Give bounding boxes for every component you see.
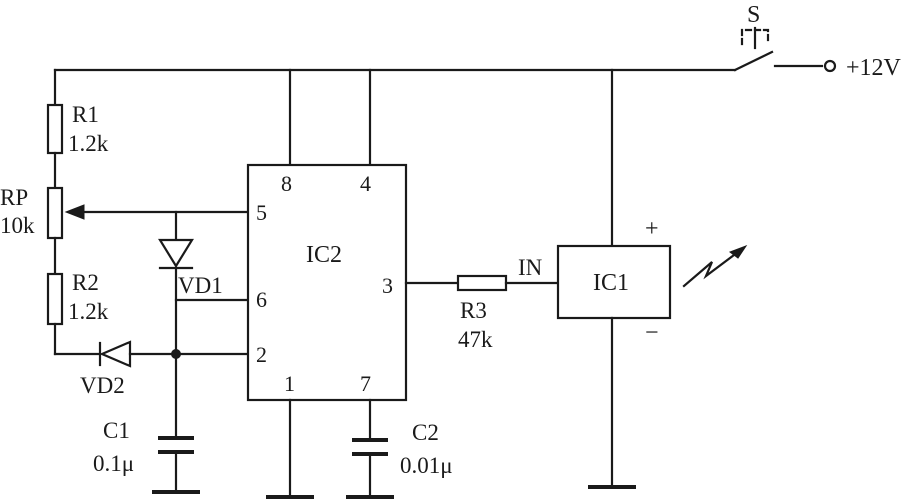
divider-column: R1 1.2k RP 10k R2 1.2k (0, 68, 109, 356)
ic2-pin-5: 5 (256, 200, 267, 225)
rp-name: RP (0, 185, 28, 210)
vd1-branch: VD1 (158, 210, 250, 440)
ic1-body (556, 244, 672, 320)
ic2-pin-2: 2 (256, 342, 267, 367)
rp-wiper (64, 204, 250, 220)
r3-body (456, 274, 508, 292)
supply-terminal (823, 59, 837, 73)
junction-dot (171, 349, 181, 359)
ic2-pin-8: 8 (281, 171, 292, 196)
lightning-icon (682, 244, 748, 288)
r3-branch: R3 47k IN (404, 255, 560, 352)
ic2-pin-7: 7 (360, 371, 371, 396)
ic2-name: IC2 (306, 242, 342, 268)
ic2-pin-1: 1 (284, 371, 295, 396)
c2: C2 0.01μ (346, 398, 453, 499)
vd2-branch: VD2 (80, 340, 250, 398)
c2-name: C2 (412, 420, 439, 445)
c1: C1 0.1μ (93, 418, 200, 494)
vd2-label: VD2 (80, 373, 125, 398)
r2-body (46, 272, 64, 326)
c1-value: 0.1μ (93, 451, 134, 476)
ic1-plus: + (645, 216, 659, 242)
r1-value: 1.2k (68, 131, 109, 156)
switch-label: S (747, 2, 760, 28)
switch-s: S +12V (733, 2, 902, 81)
ic2-pin-3: 3 (382, 273, 393, 298)
ic1-name: IC1 (593, 270, 629, 296)
r1-body (46, 103, 64, 155)
wiper-arrow-icon (64, 204, 85, 220)
r2-name: R2 (72, 270, 99, 295)
c2-value: 0.01μ (400, 453, 453, 478)
rp-value: 10k (0, 213, 35, 238)
r3-name: R3 (460, 298, 487, 323)
ic2-body (246, 163, 408, 402)
rp-body (46, 186, 64, 240)
r3-value: 47k (458, 327, 493, 352)
ic2: IC2 8 4 5 6 2 3 1 7 (246, 68, 408, 499)
supply-label: +12V (846, 55, 902, 81)
ic1: IC1 + − (556, 68, 748, 489)
r2-value: 1.2k (68, 299, 109, 324)
ic2-pin-4: 4 (360, 171, 371, 196)
vd2-icon (99, 340, 132, 368)
vd1-label: VD1 (178, 273, 223, 298)
c1-name: C1 (103, 418, 130, 443)
ic1-minus: − (645, 320, 659, 346)
ic1-input-label: IN (518, 255, 543, 280)
r1-name: R1 (72, 102, 99, 127)
ic2-pin-6: 6 (256, 287, 267, 312)
vd1-icon (158, 238, 194, 269)
